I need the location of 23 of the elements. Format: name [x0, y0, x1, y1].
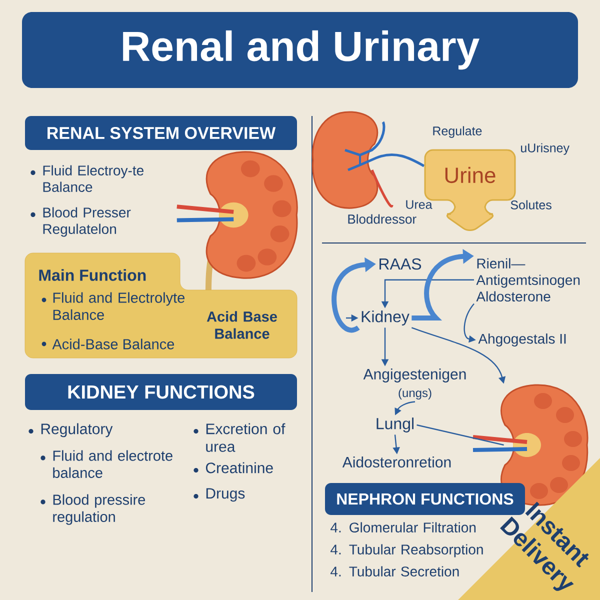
title-banner: Renal and Urinary — [22, 12, 578, 88]
section-header: NEPHRON FUNCTIONS — [325, 483, 525, 515]
flow-text: RAAS — [380, 258, 422, 270]
bullet-item: Drugs — [194, 488, 245, 502]
function-box: Main Function Fluid and Electrolyte Balance Acid-Base Balance Acid Base Balance — [24, 252, 298, 358]
text-label: 4. Tubular Secretion — [330, 566, 459, 576]
bullet-item: Regulatory — [28, 423, 113, 438]
flow-text: Rienil— Antigemtsinogen Aldosterone — [476, 258, 580, 302]
bullet-item: Fluid Electroy-te Balance — [30, 165, 144, 192]
flow-text: Angigestenigen (ungs) — [363, 368, 466, 400]
text-label: Regulate — [433, 126, 482, 138]
text-label: uUrisney — [521, 143, 570, 155]
bullet-item: Blood pressire regulation — [40, 494, 146, 525]
bullet-item: Excretion of urea — [194, 423, 286, 452]
flow-text: Kidney — [362, 310, 410, 326]
section-header: RENAL SYSTEM OVERVIEW — [25, 116, 297, 150]
bullet-item: Creatinine — [194, 462, 273, 474]
flow-text: Ahgogestals II — [478, 333, 566, 347]
bullet-item: Fluid and electrote balance — [40, 450, 172, 478]
flow-text: Aidosteronretion — [342, 456, 451, 468]
bullet-item: Blood Presser Regulatelon — [30, 207, 131, 237]
flow-text: Lungl — [376, 418, 414, 432]
section-header: KIDNEY FUNCTIONS — [25, 374, 297, 410]
